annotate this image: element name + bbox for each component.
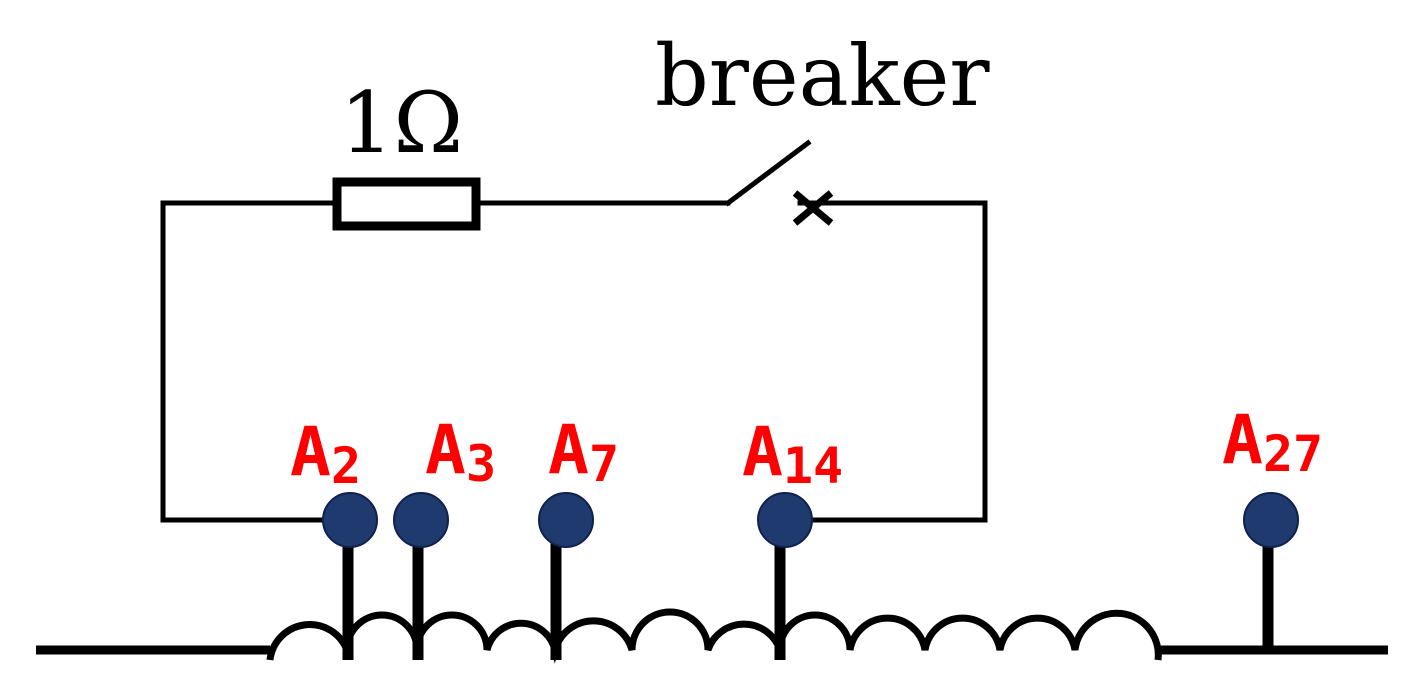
- tap-dot-a7: [538, 492, 594, 548]
- tap-dot-a2: [322, 492, 378, 548]
- tap-label-a3: A3: [425, 411, 496, 493]
- tap-dot-a14: [757, 492, 813, 548]
- loop-left-wire: [160, 200, 355, 523]
- tap-label-a2: A2: [290, 413, 361, 495]
- loop-right-wire: [775, 200, 988, 523]
- tap-label-a7: A7: [548, 411, 619, 493]
- breaker-blade: [724, 139, 812, 207]
- breaker-label: breaker: [655, 27, 990, 125]
- tap-dot-a27: [1243, 492, 1299, 548]
- resistor-label: 1Ω: [340, 74, 463, 172]
- tap-label-a27: A27: [1222, 401, 1323, 483]
- resistor: [332, 177, 481, 231]
- coil-winding: [266, 608, 1162, 664]
- tap-dot-a3: [393, 492, 449, 548]
- tap-label-a14: A14: [742, 413, 843, 495]
- breaker-switch: [724, 139, 834, 226]
- breaker-cross-icon: [792, 190, 834, 226]
